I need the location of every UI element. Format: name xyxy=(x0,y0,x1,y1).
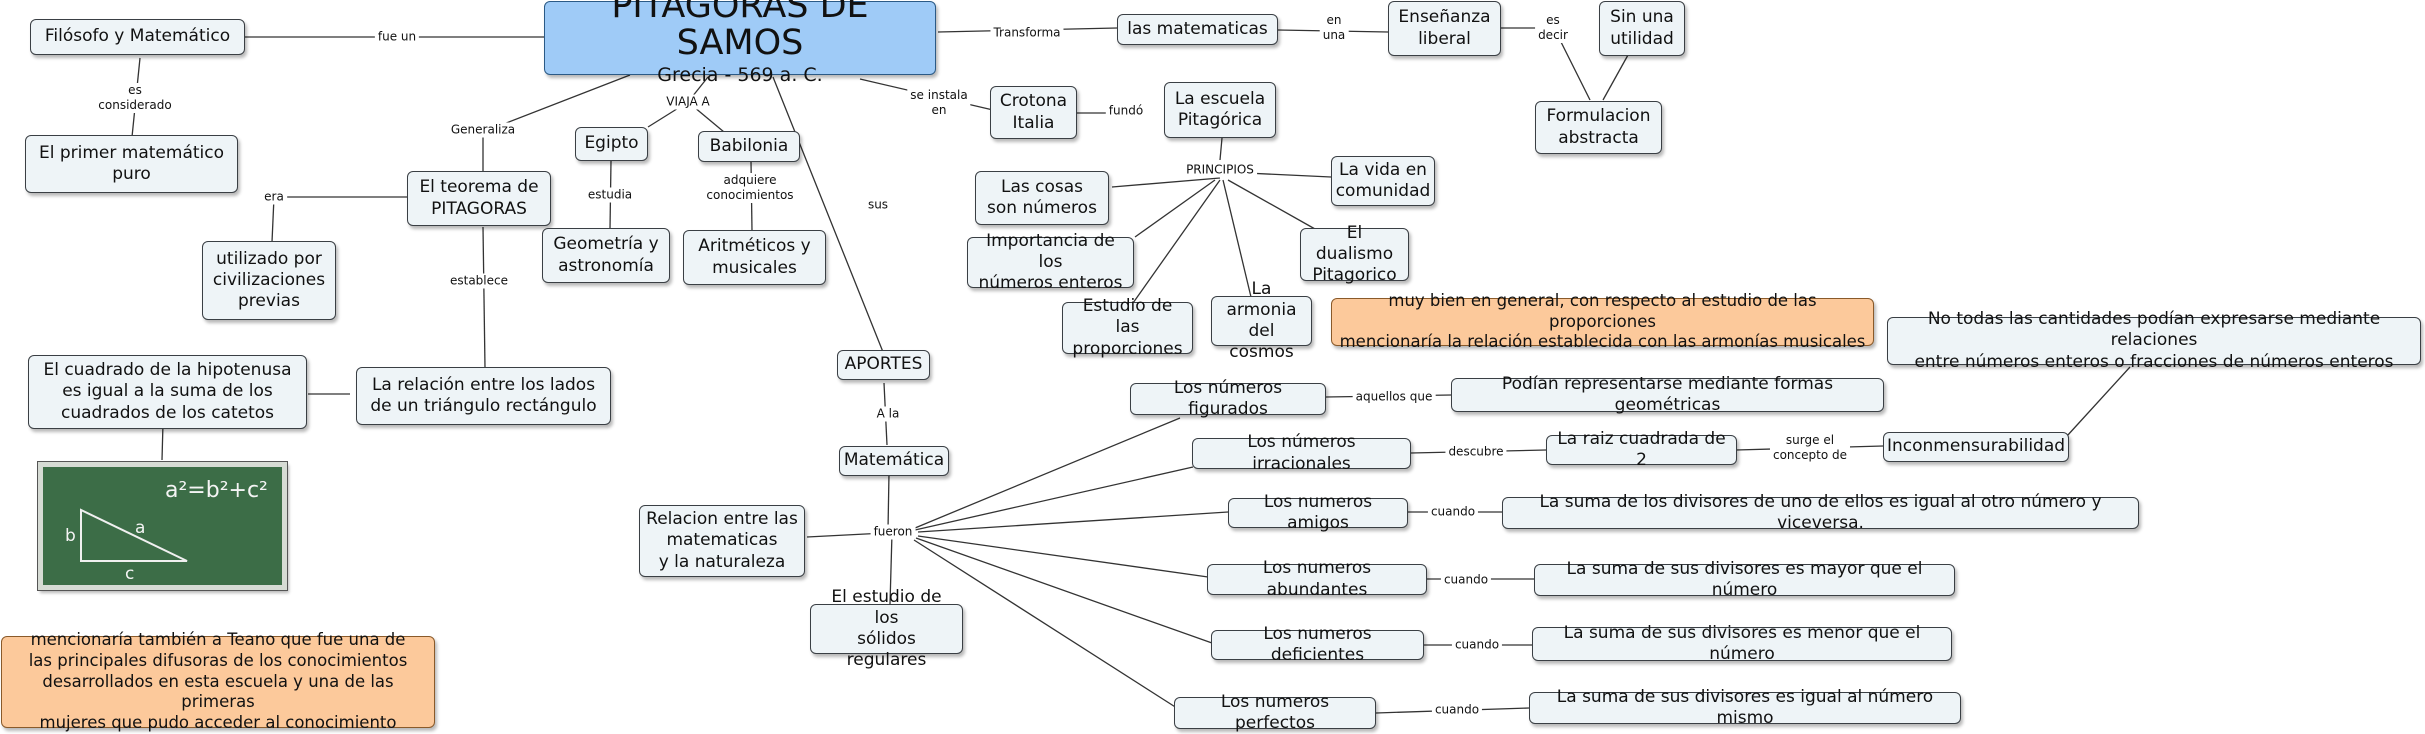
node-aritmeticos[interactable]: Aritméticos y musicales xyxy=(683,230,826,285)
node-relacion-naturaleza[interactable]: Relacion entre las matematicas y la natu… xyxy=(639,505,805,577)
label-transforma: Transforma xyxy=(990,25,1064,41)
node-irracionales[interactable]: Los números irracionales xyxy=(1192,432,1411,474)
link-line xyxy=(917,511,1229,533)
link-line xyxy=(1227,179,1316,230)
label-generaliza: Generaliza xyxy=(447,122,519,138)
node-las-matematicas[interactable]: las matematicas xyxy=(1117,14,1278,45)
label-surge: surge el concepto de xyxy=(1769,433,1851,463)
label-a-la: A la xyxy=(873,406,903,422)
root-subtitle: Grecia - 569 a. C. xyxy=(657,63,823,86)
node-crotona[interactable]: Crotona Italia xyxy=(990,86,1077,139)
label-descubre: descubre xyxy=(1445,444,1507,460)
node-suma-menor[interactable]: La suma de sus divisores es menor que el… xyxy=(1532,623,1952,664)
node-cosas-numeros[interactable]: Las cosas son números xyxy=(975,171,1109,225)
label-cuando-deficientes: cuando xyxy=(1451,637,1503,653)
node-amigos[interactable]: Los numeros amigos xyxy=(1228,492,1408,533)
root-title: PITÁGORAS DE SAMOS xyxy=(611,0,869,64)
node-vida-comunidad[interactable]: La vida en comunidad xyxy=(1331,156,1435,206)
note-teano[interactable]: mencionaría también a Teano que fue una … xyxy=(1,630,435,732)
node-teorema[interactable]: El teorema de PITAGORAS xyxy=(407,171,551,226)
node-babilonia[interactable]: Babilonia xyxy=(698,131,800,162)
link-line xyxy=(482,226,486,369)
node-formas-geom[interactable]: Podían representarse mediante formas geo… xyxy=(1451,374,1884,415)
node-inconmensurabilidad[interactable]: Inconmensurabilidad xyxy=(1883,432,2069,462)
label-sus: sus xyxy=(864,197,892,213)
node-solidos[interactable]: El estudio de los sólidos regulares xyxy=(810,587,963,670)
link-line xyxy=(2066,366,2131,437)
node-ensenanza[interactable]: Enseñanza liberal xyxy=(1388,1,1501,56)
link-line xyxy=(1222,179,1252,298)
node-suma-mayor[interactable]: La suma de sus divisores es mayor que el… xyxy=(1534,559,1955,600)
node-filosofo[interactable]: Filósofo y Matemático xyxy=(30,19,245,55)
side-c-text: c xyxy=(125,564,134,584)
link-line xyxy=(271,196,275,243)
node-matematica[interactable]: Matemática xyxy=(839,446,949,476)
side-b-text: b xyxy=(65,526,76,546)
label-fue-un: fue un xyxy=(374,29,420,45)
link-line xyxy=(913,539,1181,711)
label-fundo: fundó xyxy=(1105,103,1147,119)
link-line xyxy=(889,532,893,605)
label-adquiere: adquiere conocimientos xyxy=(703,173,797,203)
link-line xyxy=(887,472,890,531)
link-line xyxy=(1132,179,1221,304)
label-cuando-amigos: cuando xyxy=(1427,504,1479,520)
node-no-todas[interactable]: No todas las cantidades podían expresars… xyxy=(1887,309,2421,372)
node-relacion-lados[interactable]: La relación entre los lados de un triáng… xyxy=(356,367,611,425)
label-estudia: estudia xyxy=(584,187,636,203)
node-suma-igual[interactable]: La suma de sus divisores es igual al núm… xyxy=(1529,687,1961,728)
node-primer-matematico[interactable]: El primer matemático puro xyxy=(25,135,238,193)
label-viaja-a: VIAJA A xyxy=(663,94,713,110)
node-formulacion[interactable]: Formulacion abstracta xyxy=(1535,101,1662,154)
label-en-una: en una xyxy=(1319,13,1349,43)
side-a-text: a xyxy=(135,518,145,538)
link-line xyxy=(914,466,1194,531)
triangle-drawing: a²=b²+c² a b c xyxy=(65,478,268,584)
root-node[interactable]: PITÁGORAS DE SAMOS Grecia - 569 a. C. xyxy=(544,0,936,86)
label-cuando-perfectos: cuando xyxy=(1431,702,1483,718)
label-establece: establece xyxy=(446,273,512,289)
node-raiz[interactable]: La raiz cuadrada de 2 xyxy=(1546,429,1737,470)
node-deficientes[interactable]: Los numeros deficientes xyxy=(1211,624,1424,665)
label-principios: PRINCIPIOS xyxy=(1183,162,1257,178)
node-suma-amigos[interactable]: La suma de los divisores de uno de ellos… xyxy=(1502,492,2139,533)
link-line xyxy=(1134,179,1216,238)
node-utilizado[interactable]: utilizado por civilizaciones previas xyxy=(202,241,336,320)
node-dualismo[interactable]: El dualismo Pitagorico xyxy=(1300,223,1409,285)
node-figurados[interactable]: Los números figurados xyxy=(1130,378,1326,419)
label-cuando-abundantes: cuando xyxy=(1440,572,1492,588)
link-line xyxy=(161,422,164,461)
note-armonias[interactable]: muy bien en general, con respecto al est… xyxy=(1331,291,1874,351)
node-perfectos[interactable]: Los numeros perfectos xyxy=(1174,692,1376,733)
node-abundantes[interactable]: Los numeros abundantes xyxy=(1207,558,1427,600)
node-estudio-prop[interactable]: Estudio de las proporciones xyxy=(1062,296,1193,359)
label-es-decir: es decir xyxy=(1535,13,1571,43)
node-cuadrado[interactable]: El cuadrado de la hipotenusa es igual a … xyxy=(28,355,307,429)
node-egipto[interactable]: Egipto xyxy=(575,127,648,161)
label-era: era xyxy=(261,189,287,205)
link-line xyxy=(1602,54,1629,101)
node-sin-utilidad[interactable]: Sin una utilidad xyxy=(1599,1,1685,56)
formula-text: a²=b²+c² xyxy=(165,478,268,503)
link-line xyxy=(914,417,1181,529)
link-line xyxy=(1219,137,1223,161)
label-es-considerado: es considerado xyxy=(95,83,175,113)
link-line xyxy=(772,76,884,353)
link-line xyxy=(917,535,1209,578)
node-aportes[interactable]: APORTES xyxy=(837,350,930,380)
node-armonia[interactable]: La armonia del cosmos xyxy=(1211,279,1312,362)
label-aquellos-que: aquellos que xyxy=(1352,389,1436,405)
link-line xyxy=(915,537,1213,644)
label-fueron: fueron xyxy=(870,524,916,540)
label-se-instala: se instala en xyxy=(907,88,971,118)
node-geometria[interactable]: Geometría y astronomía xyxy=(542,228,670,283)
link-line xyxy=(1111,177,1221,188)
node-escuela[interactable]: La escuela Pitagórica xyxy=(1164,82,1276,138)
pythagoras-chalkboard-image: a²=b²+c² a b c xyxy=(37,461,288,591)
node-importancia[interactable]: Importancia de los números enteros xyxy=(967,231,1134,293)
